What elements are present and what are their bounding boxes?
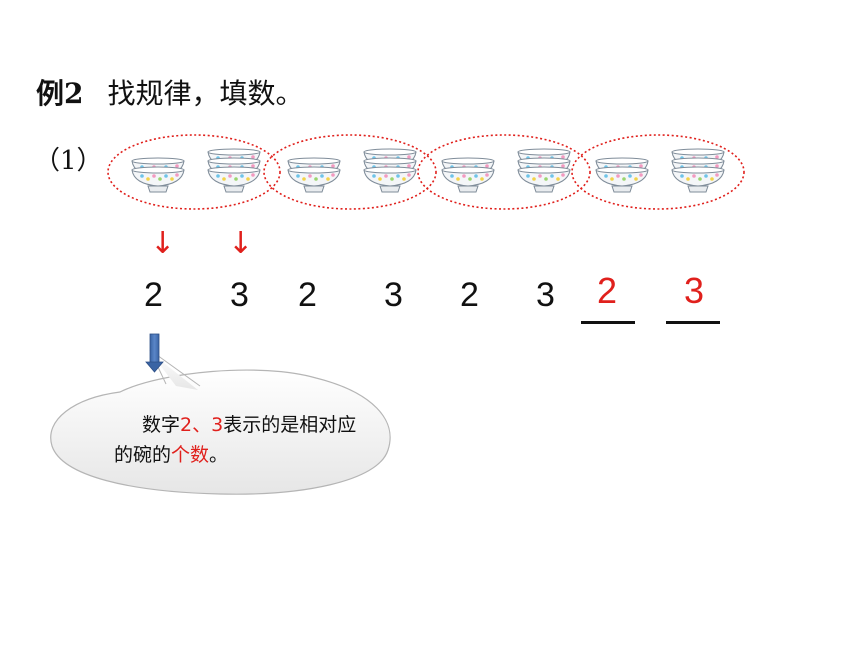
answer-1: 2: [597, 270, 618, 311]
callout-text-3: 。: [209, 444, 229, 466]
sequence-number-5: 2: [460, 276, 479, 314]
bowl-group: [571, 134, 745, 210]
sequence-number-3: 2: [298, 276, 317, 314]
bowl-group: [107, 134, 281, 210]
group-oval: [107, 134, 281, 210]
sequence-number-4: 3: [384, 276, 403, 314]
answer-blank-1: [581, 321, 635, 324]
sequence-number-1: 2: [144, 276, 163, 314]
group-oval: [263, 134, 437, 210]
callout-highlight-count: 个数: [171, 444, 210, 466]
sequence-number-6: 3: [536, 276, 555, 314]
callout-text: 数字2、3表示的是相对应的碗的个数。: [114, 410, 370, 470]
example-title: 例2 找规律，填数。: [36, 72, 304, 112]
callout-text-2: 表示的是相对应的碗的: [114, 414, 357, 466]
example-instruction: 找规律，填数。: [107, 77, 304, 110]
part-label: （1）: [34, 146, 103, 176]
answer-2: 3: [684, 270, 705, 311]
down-arrow-icon: ↓: [228, 226, 254, 261]
group-oval: [417, 134, 591, 210]
down-arrow-icon: ↓: [150, 226, 176, 261]
sequence-number-2: 3: [230, 276, 249, 314]
group-oval: [571, 134, 745, 210]
callout-highlight-numbers: 2、3: [180, 414, 224, 436]
answer-blank-2: [666, 321, 720, 324]
bowl-group: [417, 134, 591, 210]
example-number: 例2: [36, 77, 84, 110]
bowl-group: [263, 134, 437, 210]
callout-text-1: 数字: [142, 414, 181, 436]
